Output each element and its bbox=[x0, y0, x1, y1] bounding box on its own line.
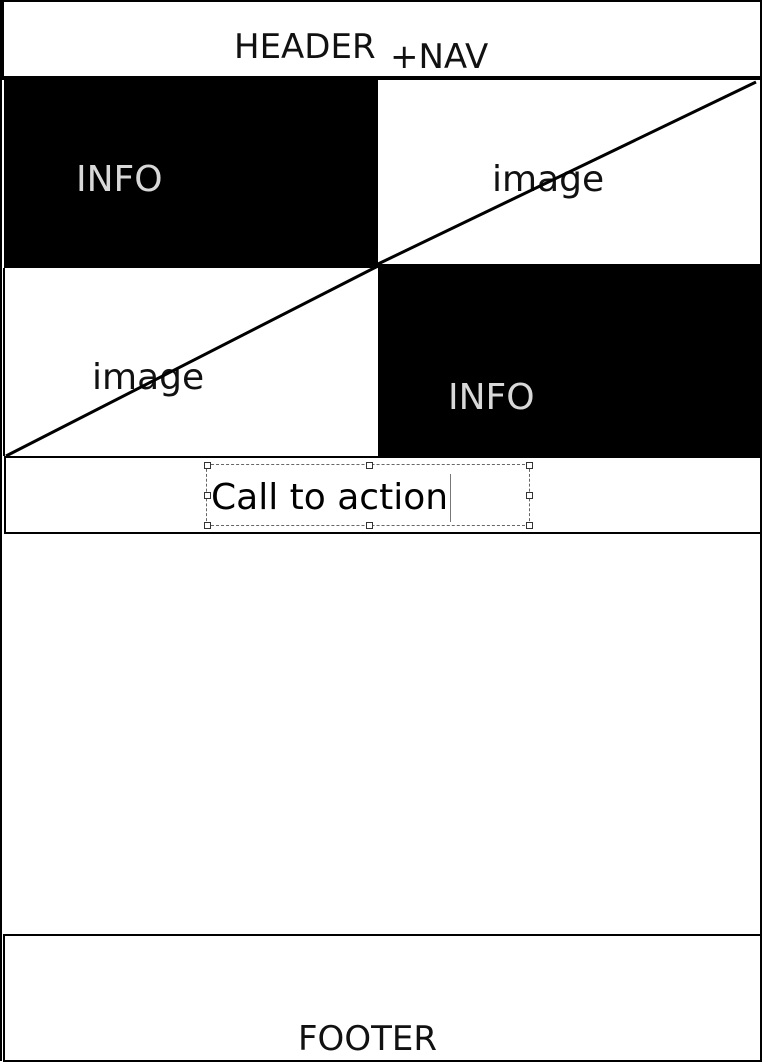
text-caret bbox=[450, 474, 451, 522]
resize-handle-top-right[interactable] bbox=[526, 462, 533, 469]
resize-handle-bottom-right[interactable] bbox=[526, 522, 533, 529]
header-label: HEADER bbox=[234, 27, 376, 67]
footer-label: FOOTER bbox=[298, 1019, 437, 1059]
info-block-2 bbox=[378, 264, 762, 458]
header-nav-area bbox=[2, 2, 762, 78]
resize-handle-middle-left[interactable] bbox=[204, 492, 211, 499]
info-label-2: INFO bbox=[448, 377, 535, 418]
resize-handle-middle-right[interactable] bbox=[526, 492, 533, 499]
resize-handle-bottom-left[interactable] bbox=[204, 522, 211, 529]
call-to-action-text[interactable]: Call to action bbox=[211, 477, 449, 518]
cta-band bbox=[4, 456, 762, 534]
resize-handle-top-center[interactable] bbox=[366, 462, 373, 469]
nav-label: +NAV bbox=[390, 37, 489, 77]
footer-area bbox=[3, 934, 762, 1062]
image-label-2: image bbox=[92, 357, 205, 398]
resize-handle-top-left[interactable] bbox=[204, 462, 211, 469]
resize-handle-bottom-center[interactable] bbox=[366, 522, 373, 529]
info-block-1 bbox=[4, 78, 378, 268]
info-label-1: INFO bbox=[76, 159, 163, 200]
image-label-1: image bbox=[492, 159, 605, 200]
